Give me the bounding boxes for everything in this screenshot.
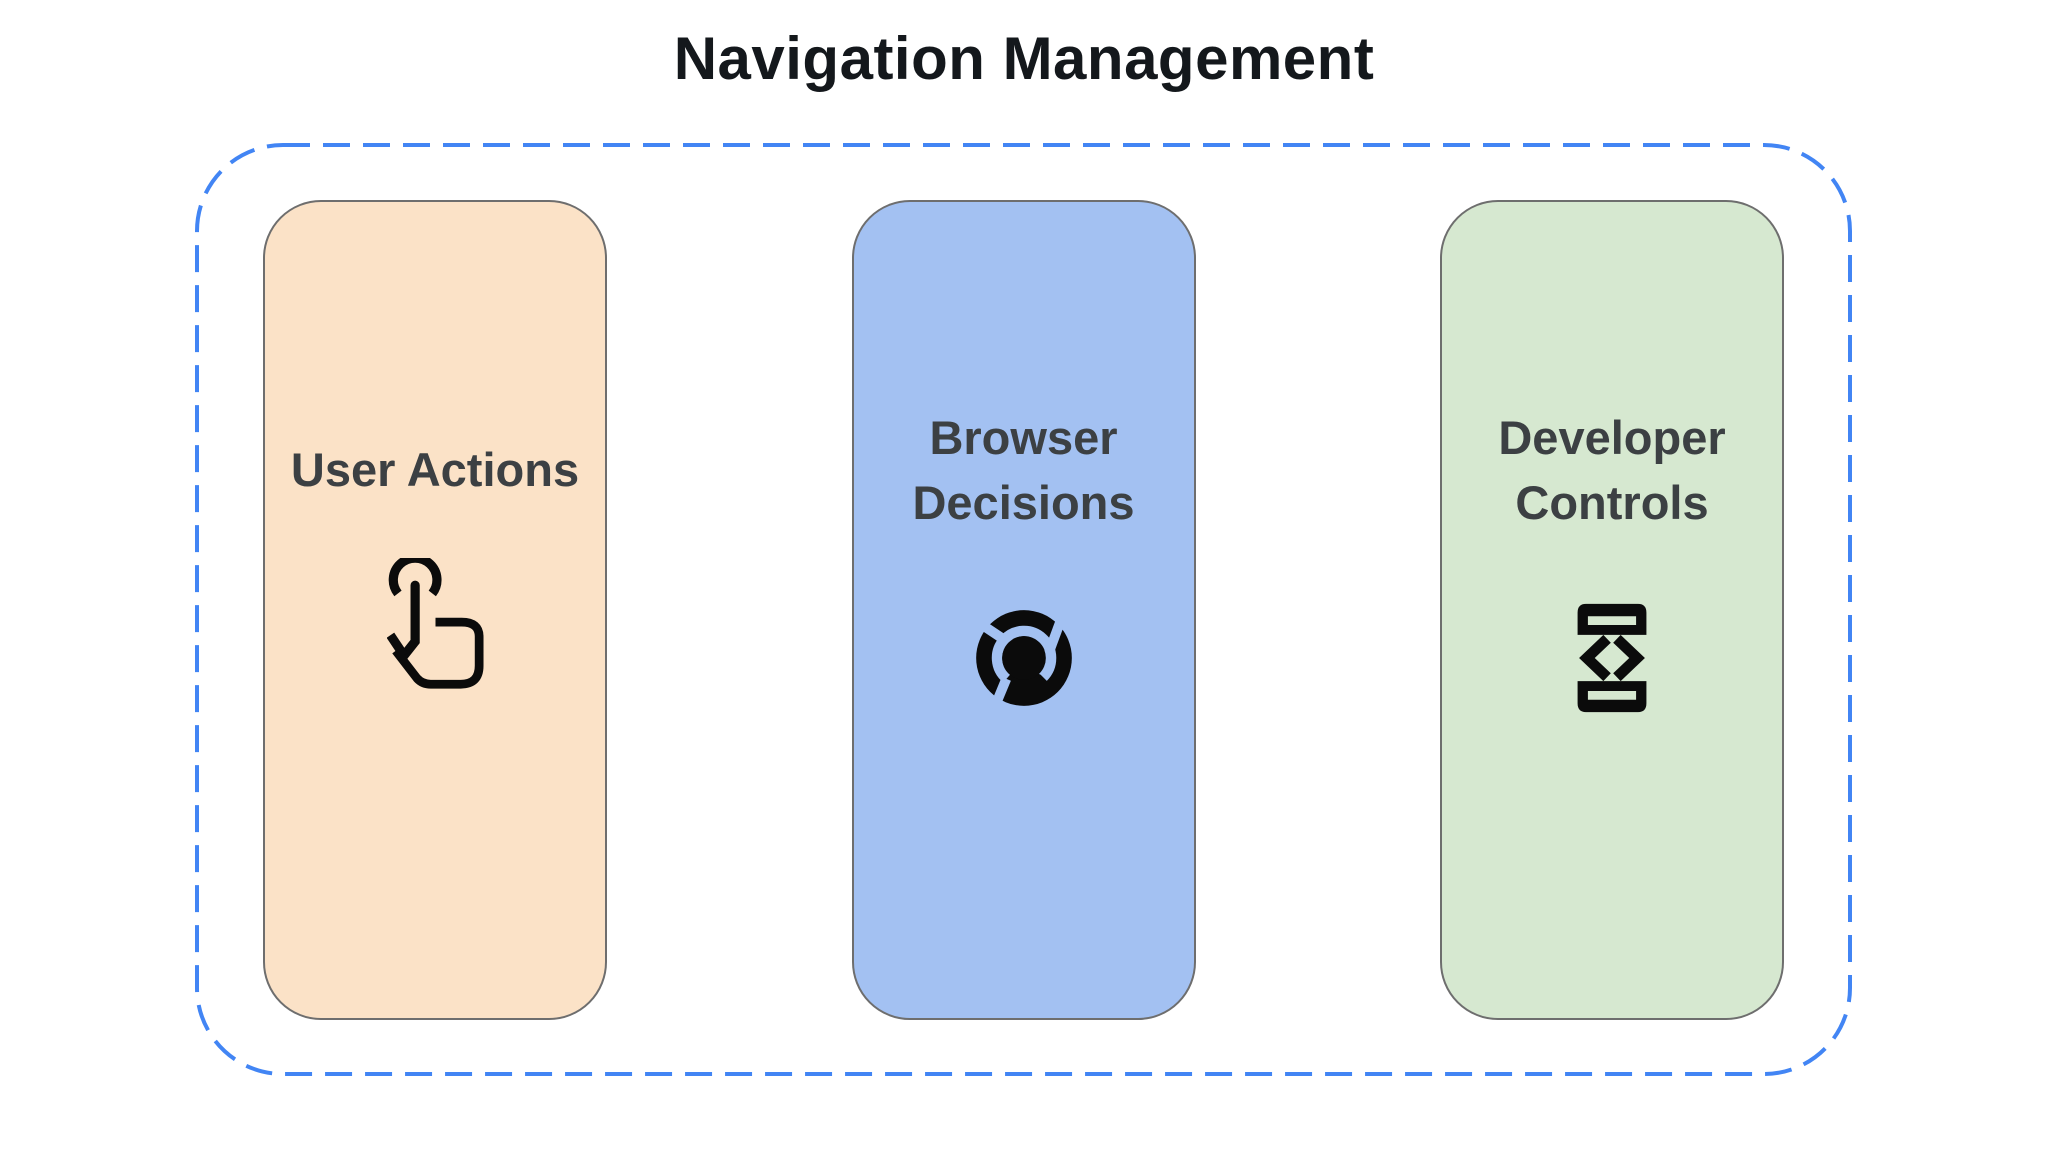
card-developer-controls: Developer Controls <box>1440 199 1784 1020</box>
card-user-actions: User Actions <box>263 199 607 1020</box>
card-label: Browser Decisions <box>912 410 1135 529</box>
card-browser-decisions: Browser Decisions <box>851 199 1196 1020</box>
tap-gesture-icon <box>386 555 484 697</box>
developer-mode-icon <box>1553 587 1671 729</box>
dashed-group-border <box>195 143 1852 1076</box>
page-title: Navigation Management <box>673 25 1375 92</box>
card-label: Developer Controls <box>1498 410 1726 529</box>
navigation-management-group: User Actions Browser Decisions <box>195 143 1852 1076</box>
chrome-browser-icon <box>972 587 1076 729</box>
card-label: User Actions <box>290 443 580 497</box>
cards-row: User Actions Browser Decisions <box>195 143 1852 1076</box>
